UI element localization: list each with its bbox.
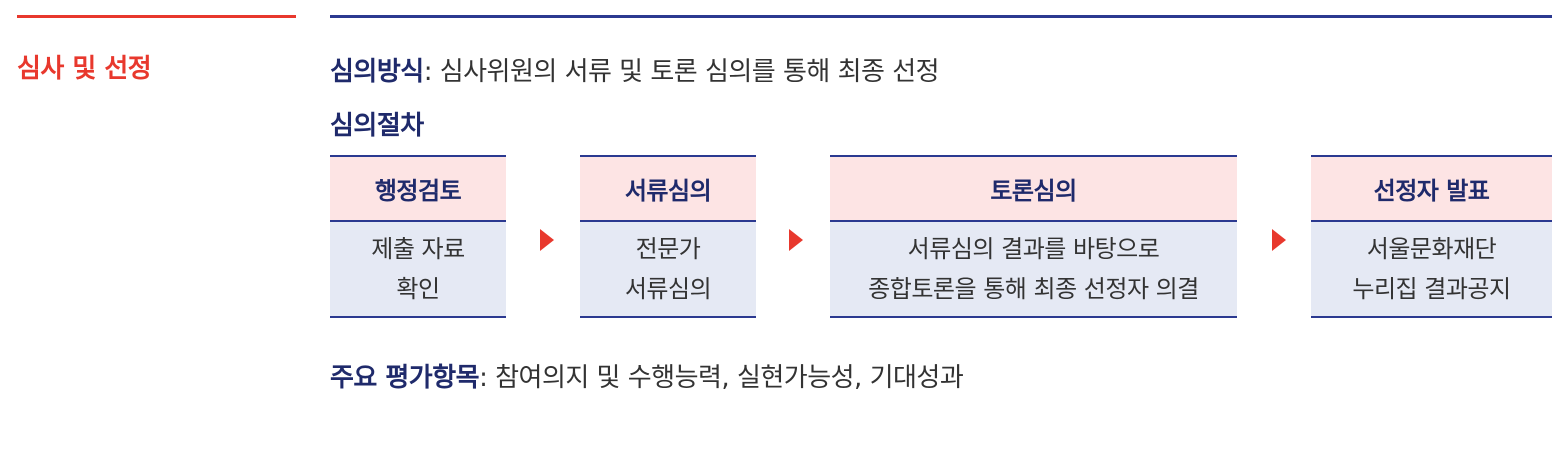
procedure-step-document-review: 서류심의 전문가 서류심의 [580, 155, 756, 318]
review-method: 심의방식: 심사위원의 서류 및 토론 심의를 통해 최종 선정 [330, 51, 940, 88]
procedure-step-line: 서류심의 [624, 275, 712, 303]
procedure-step-line: 서류심의 결과를 바탕으로 [907, 235, 1160, 263]
arrow-right-icon [789, 229, 803, 251]
procedure-step-title: 선정자 발표 [1311, 157, 1552, 222]
procedure-step-discussion-review: 토론심의 서류심의 결과를 바탕으로 종합토론을 통해 최종 선정자 의결 [830, 155, 1237, 318]
evaluation-criteria-text: : 참여의지 및 수행능력, 실현가능성, 기대성과 [479, 363, 964, 393]
procedure-step-line: 전문가 [635, 235, 701, 263]
arrow-right-icon [540, 229, 554, 251]
procedure-step-title: 서류심의 [580, 157, 756, 222]
procedure-step-body: 전문가 서류심의 [580, 222, 756, 316]
procedure-step-title: 토론심의 [830, 157, 1237, 222]
arrow-right-icon [1272, 229, 1286, 251]
procedure-step-title: 행정검토 [330, 157, 506, 222]
section-title: 심사 및 선정 [17, 54, 152, 84]
procedure-step-body: 제출 자료 확인 [330, 222, 506, 316]
procedure-step-line: 누리집 결과공지 [1352, 275, 1511, 303]
content-divider-navy [330, 15, 1552, 18]
review-method-text: : 심사위원의 서류 및 토론 심의를 통해 최종 선정 [423, 57, 940, 87]
review-method-label: 심의방식 [330, 57, 424, 87]
procedure-step-admin-review: 행정검토 제출 자료 확인 [330, 155, 506, 318]
procedure-step-body: 서류심의 결과를 바탕으로 종합토론을 통해 최종 선정자 의결 [830, 222, 1237, 316]
procedure-step-line: 종합토론을 통해 최종 선정자 의결 [868, 275, 1199, 303]
evaluation-criteria: 주요 평가항목: 참여의지 및 수행능력, 실현가능성, 기대성과 [330, 357, 964, 394]
review-procedure-heading: 심의절차 [330, 105, 424, 142]
evaluation-criteria-label: 주요 평가항목 [330, 363, 480, 393]
section-divider-red [17, 15, 296, 18]
review-procedure-label: 심의절차 [330, 111, 424, 141]
procedure-step-announcement: 선정자 발표 서울문화재단 누리집 결과공지 [1311, 155, 1552, 318]
procedure-step-line: 확인 [396, 275, 440, 303]
procedure-step-body: 서울문화재단 누리집 결과공지 [1311, 222, 1552, 316]
procedure-step-line: 서울문화재단 [1366, 235, 1497, 263]
procedure-step-line: 제출 자료 [371, 235, 465, 263]
